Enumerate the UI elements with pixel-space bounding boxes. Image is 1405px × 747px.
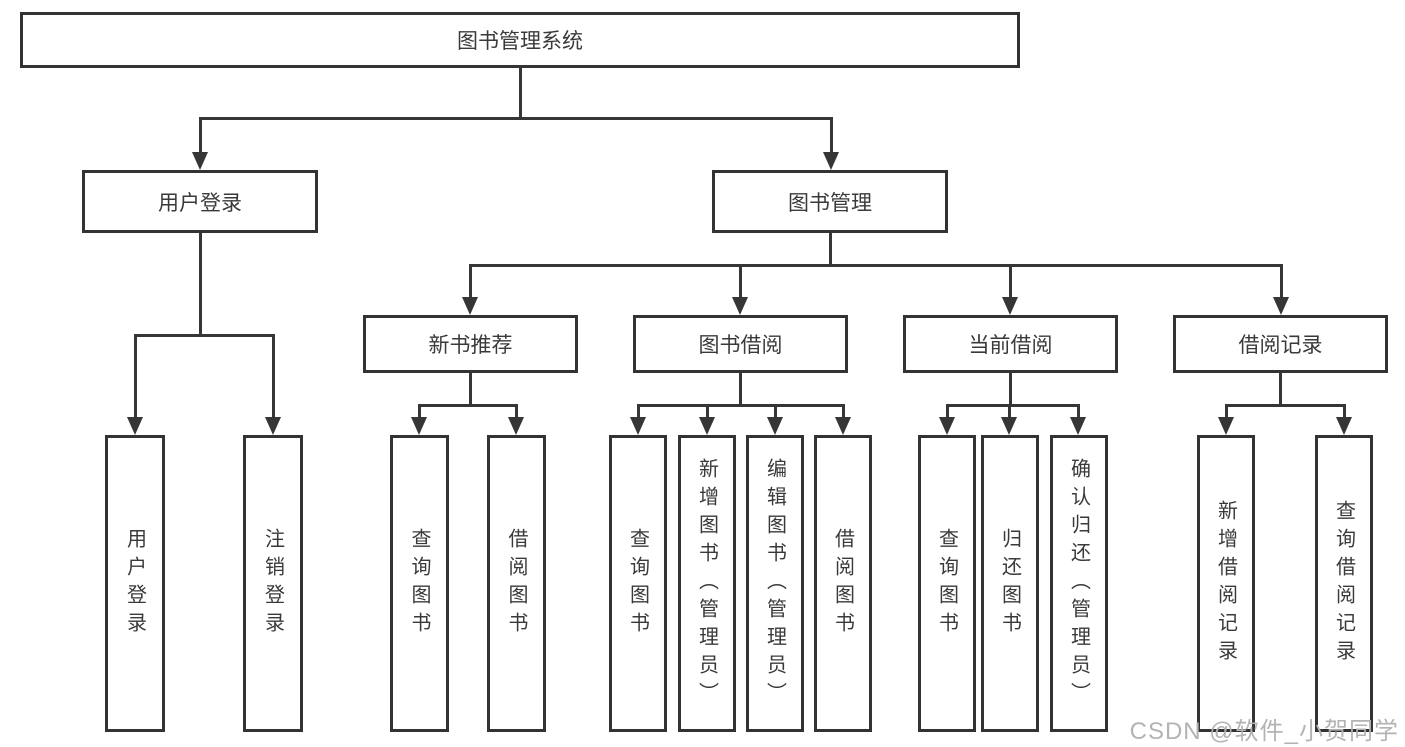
leaf-edit-books-admin: 编辑图书（管理员）	[746, 435, 804, 732]
connector-drop-leaf	[515, 404, 518, 418]
node-label: 查询图书	[935, 527, 958, 640]
node-label: 查询图书	[408, 527, 430, 640]
connector-book-borrow-stem	[739, 373, 742, 405]
node-label: 编辑图书（管理员）	[763, 457, 786, 710]
leaf-search-books-recommend: 查询图书	[390, 435, 449, 732]
connector-drop-leaf	[706, 404, 709, 418]
connector-drop-leaf	[842, 404, 845, 418]
connector-drop-leaf	[134, 337, 137, 417]
arrow-down-icon	[699, 417, 715, 435]
node-label: 查询图书	[626, 527, 649, 640]
node-label: 确认归还（管理员）	[1067, 457, 1090, 710]
connector-drop-borrow-records	[1280, 267, 1283, 297]
connector-drop-book-management	[830, 120, 833, 153]
connector-level3-hline	[469, 264, 1283, 267]
connector-root-stem	[519, 68, 522, 118]
leaf-user-login: 用户登录	[105, 435, 165, 732]
connector-user-login-hline	[134, 334, 275, 337]
connector-book-borrow-hline	[637, 404, 845, 407]
arrow-down-icon	[1336, 417, 1352, 435]
connector-drop-leaf	[418, 404, 421, 418]
node-label: 新增图书（管理员）	[695, 457, 718, 710]
arrow-down-icon	[1001, 417, 1017, 435]
node-current-borrow: 当前借阅	[903, 315, 1118, 373]
node-library-management-system: 图书管理系统	[20, 12, 1020, 68]
connector-drop-leaf	[1077, 404, 1080, 418]
connector-drop-leaf	[774, 404, 777, 418]
arrow-down-icon	[835, 417, 851, 435]
arrow-down-icon	[508, 417, 524, 435]
connector-drop-leaf	[637, 404, 640, 418]
connector-new-book-hline	[418, 404, 518, 407]
leaf-search-books-borrow: 查询图书	[609, 435, 667, 732]
node-label: 注销登录	[261, 527, 284, 640]
node-label: 查询借阅记录	[1332, 499, 1355, 668]
leaf-logout: 注销登录	[243, 435, 303, 732]
leaf-search-borrow-record: 查询借阅记录	[1315, 435, 1373, 732]
arrow-down-icon	[1002, 297, 1018, 315]
arrow-down-icon	[411, 417, 427, 435]
node-book-management: 图书管理	[712, 170, 948, 233]
node-new-book-recommend: 新书推荐	[363, 315, 578, 373]
connector-drop-leaf	[1343, 404, 1346, 418]
arrow-down-icon	[823, 152, 839, 170]
connector-current-borrow-hline	[946, 404, 1080, 407]
connector-drop-leaf	[1225, 404, 1228, 418]
connector-drop-leaf	[272, 337, 275, 417]
connector-drop-user-login	[199, 120, 202, 153]
arrow-down-icon	[939, 417, 955, 435]
connector-new-book-stem	[469, 373, 472, 405]
connector-borrow-records-hline	[1225, 404, 1346, 407]
arrow-down-icon	[732, 297, 748, 315]
node-label: 借阅记录	[1238, 334, 1323, 357]
arrow-down-icon	[127, 417, 143, 435]
leaf-confirm-return-admin: 确认归还（管理员）	[1050, 435, 1108, 732]
leaf-search-books-current: 查询图书	[918, 435, 976, 732]
connector-drop-new-book	[469, 267, 472, 297]
node-label: 归还图书	[998, 527, 1021, 640]
arrow-down-icon	[767, 417, 783, 435]
connector-user-login-stem	[199, 233, 202, 335]
arrow-down-icon	[265, 417, 281, 435]
connector-drop-leaf	[1008, 404, 1011, 418]
node-label: 图书管理系统	[457, 30, 583, 53]
connector-drop-book-borrow	[739, 267, 742, 297]
leaf-add-borrow-record: 新增借阅记录	[1197, 435, 1255, 732]
node-label: 新增借阅记录	[1214, 499, 1237, 668]
leaf-borrow-books: 借阅图书	[814, 435, 872, 732]
connector-borrow-records-stem	[1279, 373, 1282, 405]
arrow-down-icon	[192, 152, 208, 170]
connector-drop-current-borrow	[1009, 267, 1012, 297]
leaf-borrow-books-recommend: 借阅图书	[487, 435, 546, 732]
arrow-down-icon	[630, 417, 646, 435]
node-label: 图书借阅	[698, 334, 783, 357]
node-user-login: 用户登录	[82, 170, 318, 233]
node-book-borrow: 图书借阅	[633, 315, 848, 373]
connector-drop-leaf	[946, 404, 949, 418]
arrow-down-icon	[1218, 417, 1234, 435]
node-label: 用户登录	[158, 191, 242, 215]
node-label: 借阅图书	[831, 527, 854, 640]
leaf-return-books: 归还图书	[981, 435, 1039, 732]
arrow-down-icon	[1273, 297, 1289, 315]
arrow-down-icon	[462, 297, 478, 315]
node-label: 借阅图书	[505, 527, 527, 640]
connector-current-borrow-stem	[1009, 373, 1012, 405]
node-borrow-records: 借阅记录	[1173, 315, 1388, 373]
connector-level2-hline	[199, 117, 833, 120]
arrow-down-icon	[1070, 417, 1086, 435]
node-label: 当前借阅	[968, 334, 1053, 357]
node-label: 新书推荐	[428, 334, 513, 357]
connector-book-management-stem	[829, 232, 832, 265]
leaf-add-books-admin: 新增图书（管理员）	[678, 435, 736, 732]
node-label: 图书管理	[788, 191, 872, 215]
node-label: 用户登录	[123, 527, 146, 640]
